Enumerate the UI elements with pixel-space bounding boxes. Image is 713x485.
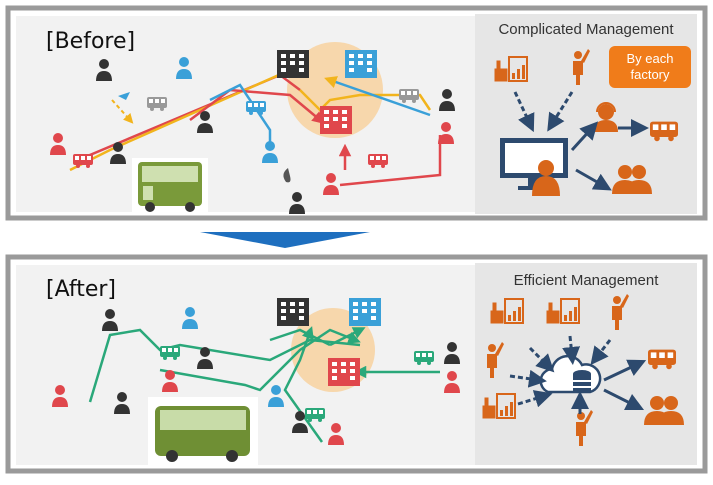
transition-arrow [200,232,370,248]
arrow [547,91,574,132]
route-yellow-2 [299,89,432,112]
building-icon [320,106,352,134]
route-green-5 [269,328,331,347]
operator-icon [594,102,618,132]
panel-title: Efficient Management [514,272,660,289]
building-icon [349,298,381,326]
arrow [590,339,612,366]
arrow [603,388,645,411]
building-icon [277,298,309,326]
computer-icon [500,138,568,196]
cloud-database-icon [539,354,602,394]
badge [609,46,691,88]
arrow [528,346,555,373]
badge-line2: factory [630,67,670,82]
badge-line1: By each [627,51,674,66]
arrow [509,369,547,388]
after-management-panel: Efficient Management [475,263,697,465]
arrow [603,359,647,382]
building-icon [277,50,309,78]
bus-photo [148,397,258,467]
before-section: [Before] [5,5,708,221]
building-icon [345,50,377,78]
users-icon [612,165,652,194]
arrow [562,335,581,365]
panel-title: Complicated Management [498,21,674,38]
arrow [517,390,553,408]
bus-photo [132,158,208,214]
route-red-3 [339,135,442,187]
arrow [513,91,535,133]
before-management-panel: Complicated Management By each factory [475,14,697,214]
route-dashed [111,99,134,124]
panel-bg [475,14,697,214]
users-icon [644,396,684,425]
building-icon [328,358,360,386]
route-green-6 [329,327,366,347]
after-label: [After] [46,277,116,302]
route-red-2 [189,88,325,125]
plane-icon [118,92,130,100]
before-label: [Before] [46,29,135,54]
route-blue-2 [324,76,431,117]
arrow [570,121,599,152]
bicycle-icon [283,168,291,183]
route-green-2 [159,328,361,392]
after-section: [After] [5,254,708,474]
arrow [575,168,612,191]
